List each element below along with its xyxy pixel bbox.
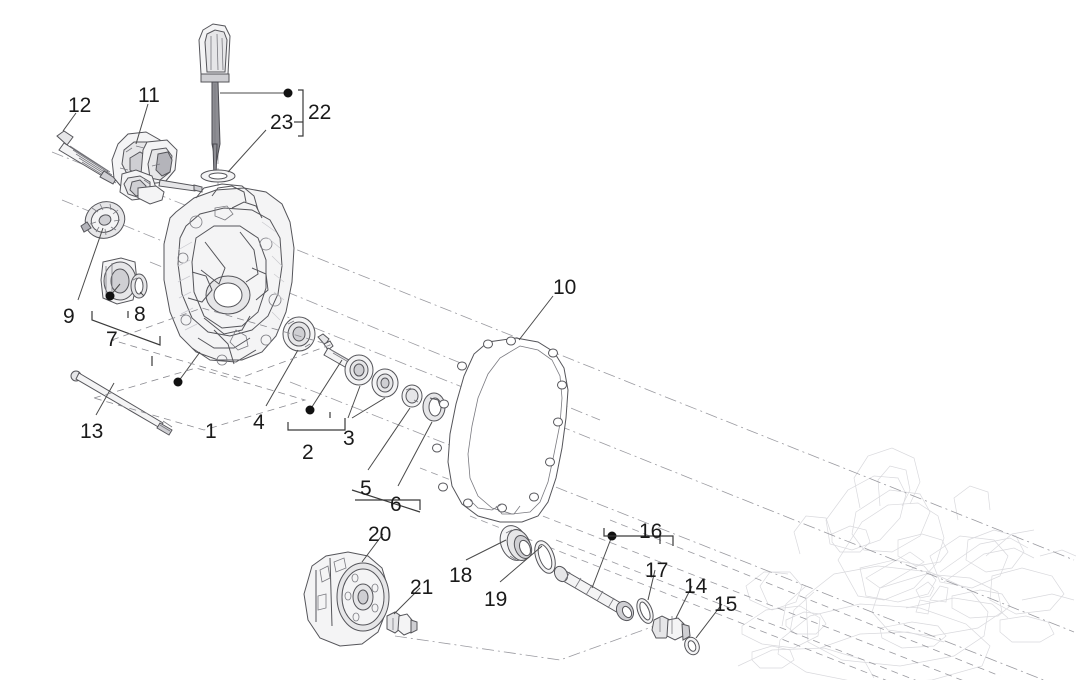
callout-7[interactable]: 7 (106, 328, 118, 351)
part-21-drain-plug (386, 611, 418, 636)
engine-tubes (781, 529, 1035, 633)
bullet-2 (305, 405, 315, 415)
part-3-bearing-a (344, 354, 374, 386)
part-15-washer (684, 636, 700, 656)
callout-8[interactable]: 8 (134, 303, 146, 326)
callout-6[interactable]: 6 (390, 493, 402, 516)
leader-lines (62, 92, 723, 639)
part-9-drive-gear (80, 201, 126, 239)
callout-20[interactable]: 20 (368, 523, 392, 546)
callout-17[interactable]: 17 (645, 559, 669, 582)
part-13-long-screw (70, 370, 173, 436)
part-22-dipstick (198, 23, 231, 180)
callout-4[interactable]: 4 (253, 411, 265, 434)
part-23-o-ring (200, 169, 236, 183)
part-1-crankcase-cover (163, 183, 295, 366)
callout-2[interactable]: 2 (302, 441, 314, 464)
callout-23[interactable]: 23 (270, 111, 294, 134)
group-outline-boxes (92, 307, 332, 431)
bullet-1 (173, 377, 183, 387)
part-4-bearing (282, 316, 316, 352)
callout-14[interactable]: 14 (684, 575, 708, 598)
callout-15[interactable]: 15 (714, 593, 738, 616)
callout-5[interactable]: 5 (360, 477, 372, 500)
part-20-oil-filter (303, 551, 390, 647)
part-8-seal-ring (130, 273, 148, 299)
callout-3[interactable]: 3 (343, 427, 355, 450)
group-box-1 (92, 367, 307, 431)
callout-21[interactable]: 21 (410, 576, 434, 599)
part-16-filter-mesh (553, 565, 635, 622)
part-11-oil-pump (111, 131, 203, 205)
callout-13[interactable]: 13 (80, 420, 104, 443)
callout-19[interactable]: 19 (484, 588, 508, 611)
group-brackets (91, 89, 674, 546)
part-17-o-ring-filter (636, 598, 654, 624)
part-18-filter-cover (499, 525, 533, 561)
part-14-pressure-valve (651, 615, 691, 641)
callout-12[interactable]: 12 (68, 94, 92, 117)
part-12-bolt (56, 130, 117, 185)
callout-16[interactable]: 16 (639, 520, 663, 543)
bullet-7 (105, 291, 115, 301)
part-10-gasket (432, 336, 569, 523)
callout-1[interactable]: 1 (205, 420, 217, 443)
callout-22[interactable]: 22 (308, 101, 332, 124)
engine-block-ghost (737, 447, 1076, 680)
callout-11[interactable]: 11 (138, 84, 160, 107)
callout-10[interactable]: 10 (553, 276, 577, 299)
part-19-o-ring (534, 540, 556, 574)
callout-18[interactable]: 18 (449, 564, 473, 587)
bullet-22 (283, 88, 293, 98)
group-box-7 (110, 307, 332, 379)
callout-9[interactable]: 9 (63, 305, 75, 328)
part-5-bearing-small (401, 384, 423, 408)
part-6-oil-seal (422, 392, 446, 422)
part-3-bearing-b (371, 368, 399, 398)
